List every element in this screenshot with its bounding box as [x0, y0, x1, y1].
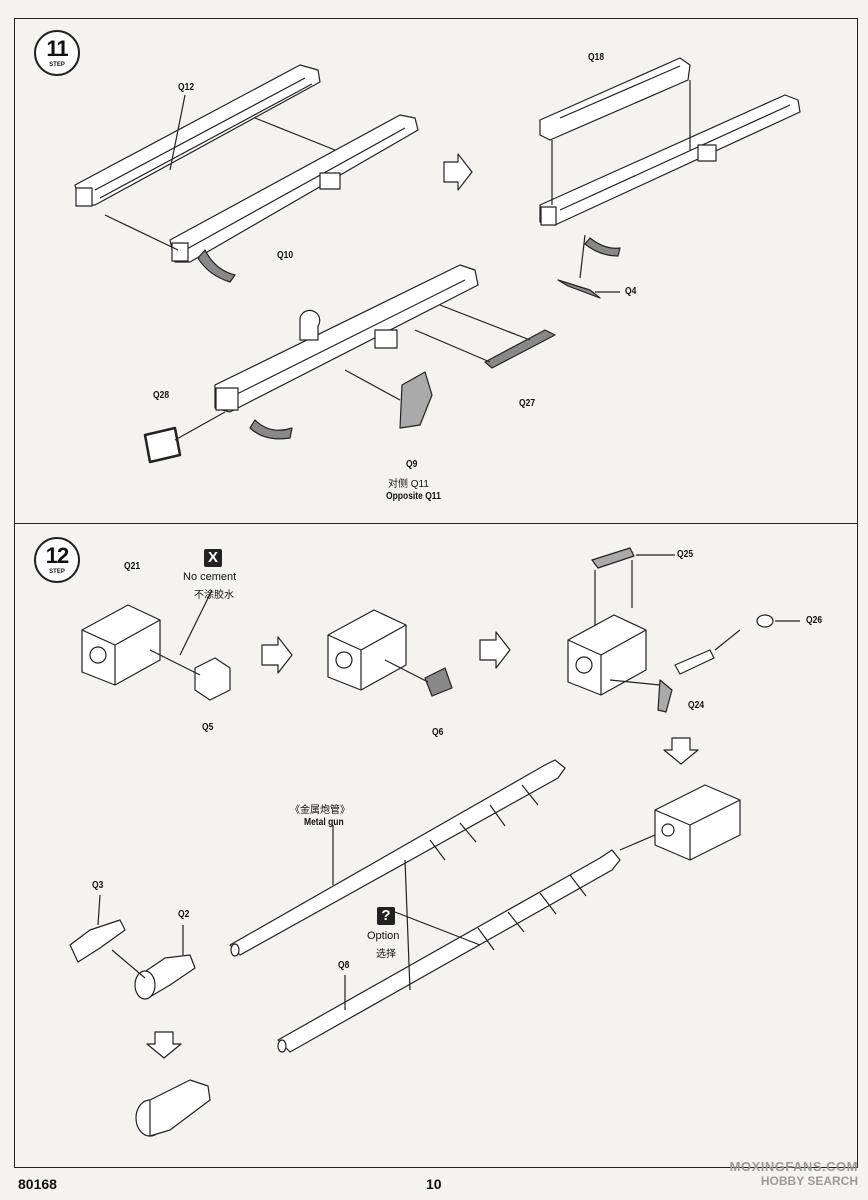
- step-number: 11: [46, 36, 68, 61]
- label-opposite-cn: 对侧 Q11: [388, 479, 429, 490]
- label-q5: Q5: [202, 722, 214, 733]
- step-11-badge: 11 STEP: [34, 30, 80, 76]
- breech-assembled: [654, 784, 741, 861]
- metal-gun-label: Metal gun: [304, 817, 344, 828]
- breech-q6: [327, 609, 407, 691]
- step-divider: [14, 523, 858, 524]
- label-q9: Q9: [406, 459, 418, 470]
- option-icon: ?: [377, 907, 395, 925]
- label-q25: Q25: [677, 549, 694, 560]
- label-q12: Q12: [178, 82, 195, 93]
- label-q27: Q27: [519, 398, 536, 409]
- label-q8: Q8: [338, 960, 350, 971]
- label-q18: Q18: [588, 52, 605, 63]
- rail-assembly-q18: [539, 57, 801, 257]
- breech-q21: [81, 604, 161, 686]
- label-q10: Q10: [277, 250, 294, 261]
- breech-q24: [567, 614, 647, 696]
- barrel-q8: [277, 849, 621, 1053]
- label-q26: Q26: [806, 615, 823, 626]
- watermark-site: MOXINGFANS.COM: [729, 1159, 858, 1174]
- label-q24: Q24: [688, 700, 705, 711]
- page-number: 10: [426, 1176, 442, 1192]
- option-label-cn: 选择: [376, 949, 396, 960]
- option-label: Option: [367, 930, 400, 942]
- step-word: STEP: [49, 62, 65, 68]
- no-cement-label-cn: 不涂胶水: [194, 590, 234, 601]
- label-q2: Q2: [178, 909, 190, 920]
- label-q28: Q28: [153, 390, 170, 401]
- frame-main: [214, 264, 479, 440]
- product-code: 80168: [18, 1176, 57, 1192]
- no-cement-icon: X: [204, 549, 222, 567]
- label-q6: Q6: [432, 727, 444, 738]
- step-number: 12: [45, 543, 69, 568]
- label-opposite-en: Opposite Q11: [386, 491, 441, 502]
- label-q21: Q21: [124, 561, 141, 572]
- barrel-metal: [229, 759, 566, 957]
- no-cement-label: No cement: [183, 571, 237, 583]
- step-12-badge: 12 STEP: [34, 537, 80, 583]
- watermark-brand: HOBBY SEARCH: [760, 1174, 858, 1188]
- metal-gun-label-cn: 《金属炮管》: [290, 805, 350, 816]
- rail-q10: [169, 114, 419, 283]
- label-q3: Q3: [92, 880, 104, 891]
- rail-q12: [74, 64, 321, 207]
- label-q4: Q4: [625, 286, 637, 297]
- page-frame: [14, 18, 858, 1168]
- step-word: STEP: [49, 569, 65, 575]
- watermark: MOXINGFANS.COM HOBBY SEARCH: [730, 1159, 858, 1188]
